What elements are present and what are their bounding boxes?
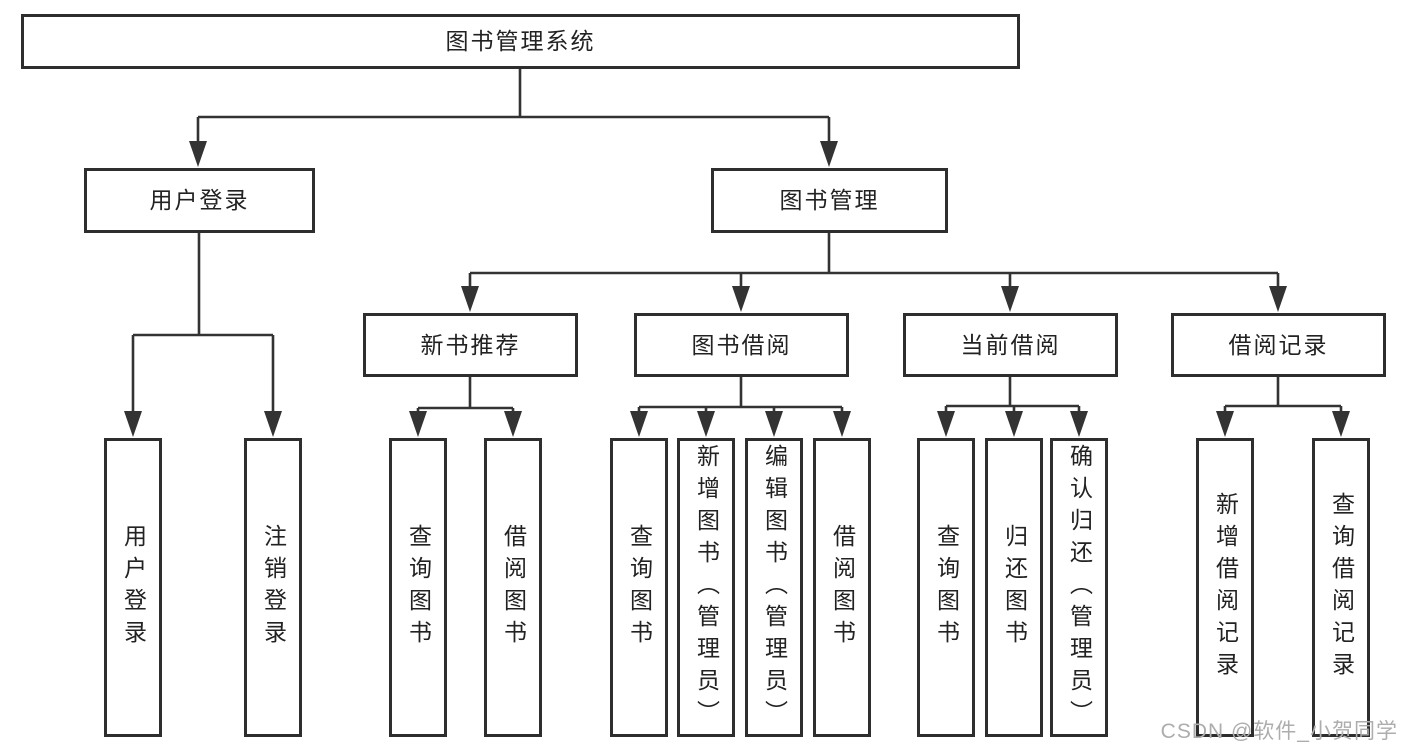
watermark: CSDN @软件_小贺同学 xyxy=(1160,720,1398,743)
leaf-query-books: 查询图书 xyxy=(610,438,668,737)
node-label: 借阅记录 xyxy=(1228,331,1329,358)
arrow-down-icon xyxy=(1216,411,1234,437)
leaf-query-books-recommend: 查询图书 xyxy=(389,438,447,737)
node-root: 图书管理系统 xyxy=(21,14,1020,69)
node-label: 查询图书 xyxy=(626,523,653,652)
node-label: 当前借阅 xyxy=(960,331,1061,358)
arrow-down-icon xyxy=(189,141,207,167)
node-label: 确认归还（管理员） xyxy=(1066,443,1093,732)
leaf-add-books-admin: 新增图书（管理员） xyxy=(677,438,735,737)
node-label: 借阅图书 xyxy=(500,523,527,652)
arrow-down-icon xyxy=(1001,286,1019,312)
node-label: 新增图书（管理员） xyxy=(693,443,720,732)
arrow-down-icon xyxy=(697,411,715,437)
node-label: 查询图书 xyxy=(405,523,432,652)
leaf-edit-books-admin: 编辑图书（管理员） xyxy=(745,438,803,737)
leaf-query-borrow-record: 查询借阅记录 xyxy=(1312,438,1370,737)
arrow-down-icon xyxy=(833,411,851,437)
node-label: 归还图书 xyxy=(1001,523,1028,652)
node-user-login: 用户登录 xyxy=(84,168,315,233)
node-label: 查询图书 xyxy=(933,523,960,652)
leaf-return-books: 归还图书 xyxy=(985,438,1043,737)
leaf-add-borrow-record: 新增借阅记录 xyxy=(1196,438,1254,737)
arrow-down-icon xyxy=(765,411,783,437)
node-label: 用户登录 xyxy=(120,523,147,652)
node-book-management: 图书管理 xyxy=(711,168,948,233)
arrow-down-icon xyxy=(264,411,282,437)
arrow-down-icon xyxy=(1269,286,1287,312)
arrow-down-icon xyxy=(1332,411,1350,437)
arrow-down-icon xyxy=(820,141,838,167)
node-label: 查询借阅记录 xyxy=(1328,491,1355,684)
arrow-down-icon xyxy=(461,286,479,312)
node-label: 借阅图书 xyxy=(829,523,856,652)
node-label: 图书借阅 xyxy=(691,331,792,358)
arrow-down-icon xyxy=(732,286,750,312)
node-label: 图书管理系统 xyxy=(445,28,596,54)
leaf-query-books-current: 查询图书 xyxy=(917,438,975,737)
arrow-down-icon xyxy=(409,411,427,437)
node-book-borrow: 图书借阅 xyxy=(634,313,849,377)
arrowheads xyxy=(124,141,1350,437)
node-label: 新增借阅记录 xyxy=(1212,491,1239,684)
node-current-borrow: 当前借阅 xyxy=(903,313,1118,377)
leaf-user-login: 用户登录 xyxy=(104,438,162,737)
arrow-down-icon xyxy=(937,411,955,437)
leaf-logout: 注销登录 xyxy=(244,438,302,737)
node-label: 编辑图书（管理员） xyxy=(761,443,788,732)
arrow-down-icon xyxy=(630,411,648,437)
leaf-confirm-return-admin: 确认归还（管理员） xyxy=(1050,438,1108,737)
node-label: 新书推荐 xyxy=(420,331,521,358)
leaf-borrow-books-recommend: 借阅图书 xyxy=(484,438,542,737)
node-new-book-recommend: 新书推荐 xyxy=(363,313,578,377)
arrow-down-icon xyxy=(1070,411,1088,437)
node-label: 图书管理 xyxy=(779,187,880,213)
leaf-borrow-books: 借阅图书 xyxy=(813,438,871,737)
arrow-down-icon xyxy=(504,411,522,437)
node-label: 注销登录 xyxy=(260,523,287,652)
arrow-down-icon xyxy=(1005,411,1023,437)
arrow-down-icon xyxy=(124,411,142,437)
node-borrow-records: 借阅记录 xyxy=(1171,313,1386,377)
node-label: 用户登录 xyxy=(149,187,250,213)
